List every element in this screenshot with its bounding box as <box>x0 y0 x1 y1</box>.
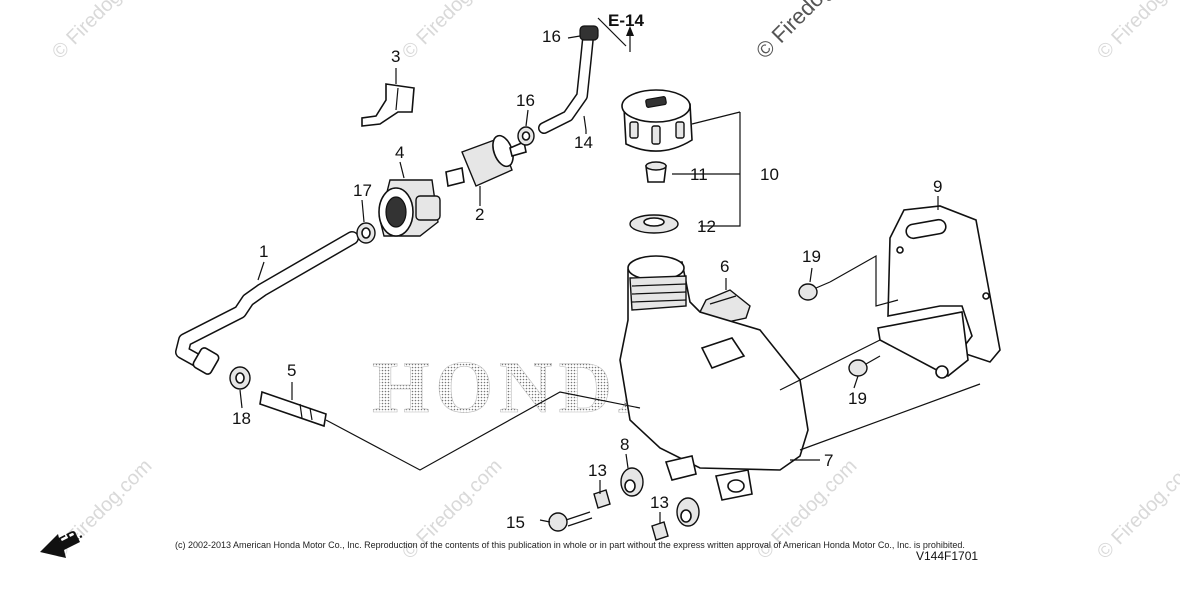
watermark-text: © Firedog.com <box>751 0 871 64</box>
bolt-part-15 <box>548 511 593 532</box>
callout-4: 4 <box>395 143 404 162</box>
callout-3: 3 <box>391 47 400 66</box>
callout-19a: 19 <box>802 247 821 266</box>
copyright-notice: (c) 2002-2013 American Honda Motor Co., … <box>175 540 965 550</box>
fuel-tube-part <box>175 231 359 375</box>
watermarks: © Firedog.com © Firedog.com © Firedog.co… <box>48 0 1180 564</box>
callout-16a: 16 <box>542 27 561 46</box>
callouts: 1 2 3 4 5 6 7 8 9 10 11 12 13 13 14 15 1… <box>232 27 942 532</box>
callout-12: 12 <box>697 217 716 236</box>
callout-8: 8 <box>620 435 629 454</box>
callout-15: 15 <box>506 513 525 532</box>
clip-part-17 <box>356 222 376 244</box>
callout-10: 10 <box>760 165 779 184</box>
callout-5: 5 <box>287 361 296 380</box>
fuel-filter-part <box>445 134 527 187</box>
collar-part-13-lower <box>651 521 669 541</box>
watermark-text: © Firedog.com <box>48 0 157 64</box>
callout-7: 7 <box>824 451 833 470</box>
leader-lines <box>239 35 981 524</box>
vent-tube-part <box>538 32 594 134</box>
reference-label: E-14 <box>608 11 644 30</box>
hose-part-5 <box>259 390 327 428</box>
callout-19b: 19 <box>848 389 867 408</box>
callout-18: 18 <box>232 409 251 428</box>
callout-13a: 13 <box>588 461 607 480</box>
diagram-code: V144F1701 <box>916 549 978 563</box>
watermark-text: © Firedog.com <box>1093 455 1180 564</box>
watermark-text: © Firedog.com <box>398 0 507 64</box>
fuel-tank-part <box>619 255 809 501</box>
callout-16b: 16 <box>516 91 535 110</box>
cap-seal-part <box>629 214 679 234</box>
callout-6: 6 <box>720 257 729 276</box>
tank-bracket-part <box>877 205 1001 379</box>
clip-part-18 <box>229 366 251 390</box>
callout-9: 9 <box>933 177 942 196</box>
bracket-part-3 <box>361 83 415 127</box>
callout-1: 1 <box>259 242 268 261</box>
front-direction-indicator: FR. <box>40 525 85 558</box>
front-arrow-icon <box>40 534 80 558</box>
grommet-part-8 <box>620 467 644 497</box>
clip-part-16-top <box>579 25 599 41</box>
grommet-part-8-lower <box>676 497 700 527</box>
callout-11: 11 <box>690 165 708 184</box>
bolt-part-19-lower <box>848 355 881 377</box>
collar-part-13 <box>593 489 611 509</box>
fuel-cap-part <box>621 89 693 152</box>
clip-part-16 <box>517 126 535 146</box>
callout-14: 14 <box>574 133 593 152</box>
bolt-part-19-upper <box>798 281 831 301</box>
reference-arrow: E-14 <box>597 11 644 52</box>
fuel-strainer-cup-part <box>378 179 441 237</box>
watermark-text: © Firedog.com <box>1093 0 1180 64</box>
callout-13b: 13 <box>650 493 669 512</box>
callout-2: 2 <box>475 205 484 224</box>
callout-17: 17 <box>353 181 372 200</box>
cap-filter-part <box>645 161 667 183</box>
